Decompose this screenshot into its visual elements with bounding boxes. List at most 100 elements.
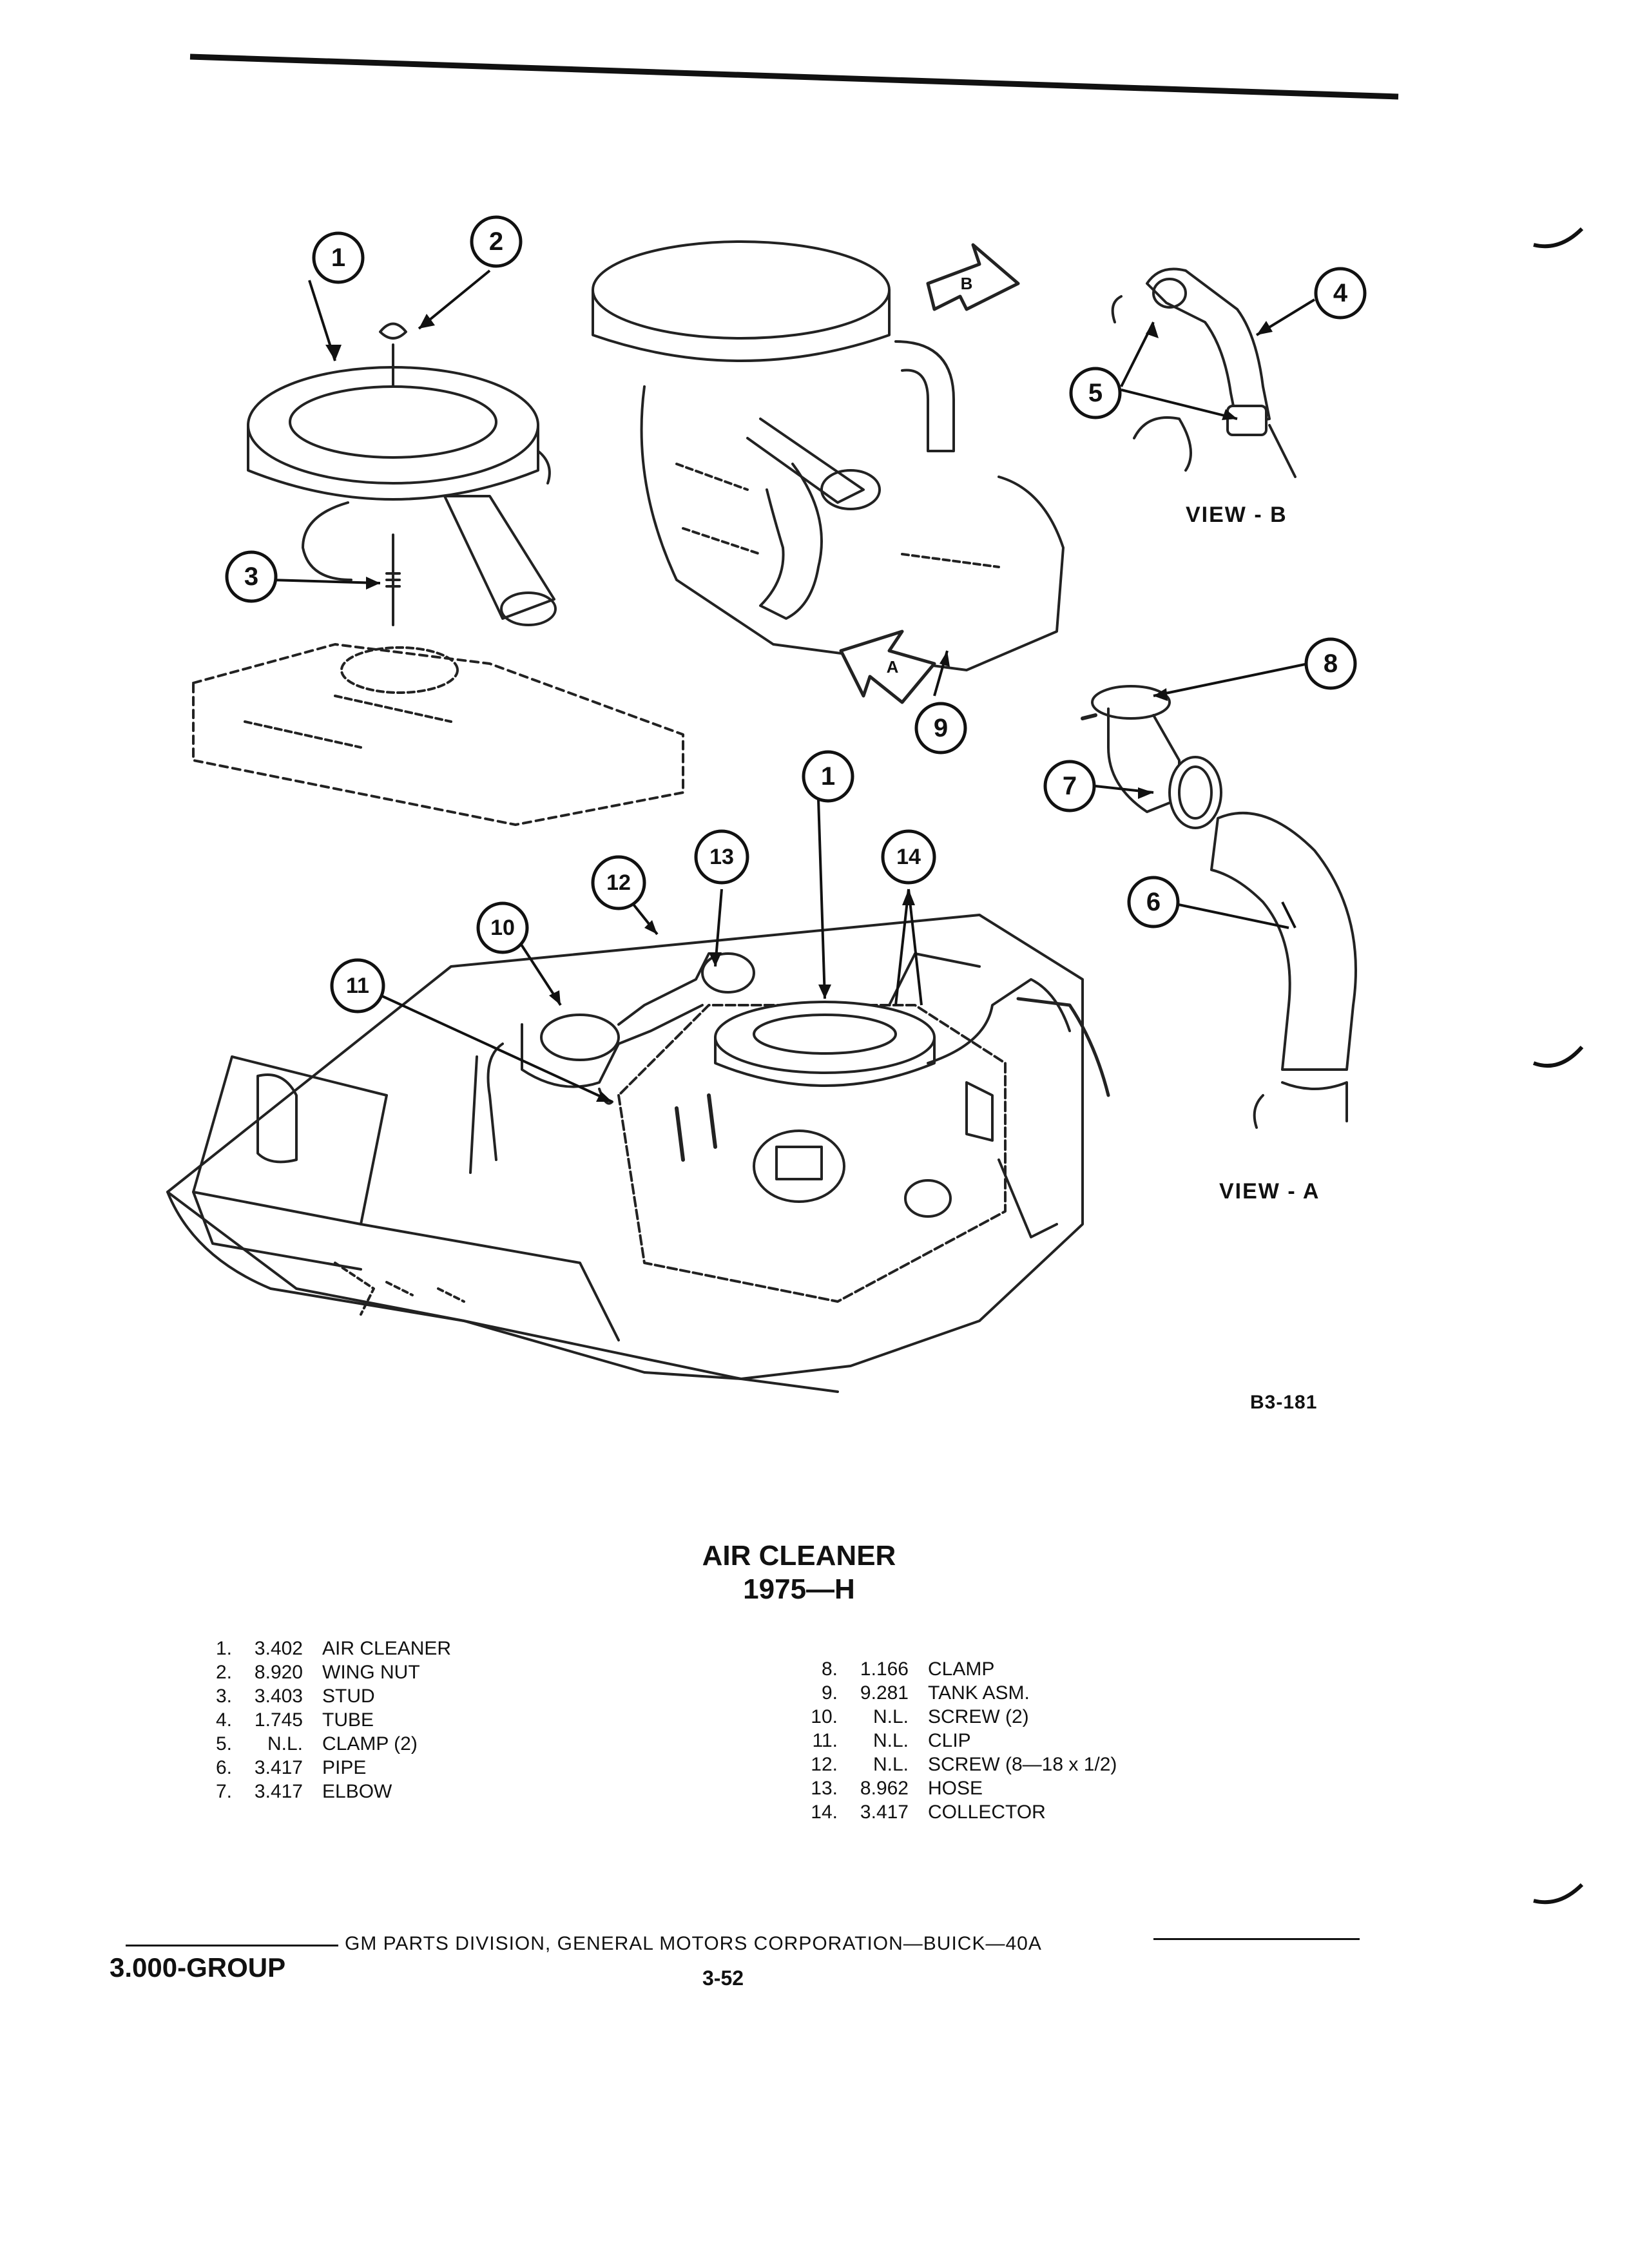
part-description: WING NUT xyxy=(322,1662,420,1683)
view-b-label: VIEW - B xyxy=(1186,503,1287,527)
header-rule xyxy=(189,53,1399,100)
part-group-code: 1.166 xyxy=(860,1658,909,1680)
part-description: CLAMP xyxy=(928,1658,995,1680)
part-number: 9. xyxy=(821,1682,838,1704)
callout-circle xyxy=(312,231,365,284)
part-group-code: 3.417 xyxy=(860,1802,909,1823)
part-group-code: 8.920 xyxy=(254,1662,303,1683)
callout-circle xyxy=(1043,760,1096,812)
callout-number: 8 xyxy=(1324,649,1338,678)
callout-number: 12 xyxy=(606,870,631,895)
part-description: AIR CLEANER xyxy=(322,1638,452,1659)
parts-list-row: 10.N.L.SCREW (2) xyxy=(799,1705,1315,1729)
callout-circle xyxy=(881,829,936,885)
part-group-code: N.L. xyxy=(267,1733,303,1754)
part-description: STUD xyxy=(322,1686,375,1707)
part-number: 6. xyxy=(215,1757,232,1778)
part-description: CLIP xyxy=(928,1730,971,1751)
callout-circle xyxy=(694,829,749,885)
footer-group: 3.000-GROUP xyxy=(110,1952,286,1983)
callout-number: 6 xyxy=(1146,888,1161,916)
callout-number: 1 xyxy=(821,762,835,791)
part-description: COLLECTOR xyxy=(928,1802,1046,1823)
callout-circle xyxy=(330,958,385,1014)
callout-circle xyxy=(1069,367,1122,419)
diagram-title: AIR CLEANER xyxy=(702,1540,896,1571)
footer-division: GM PARTS DIVISION, GENERAL MOTORS CORPOR… xyxy=(345,1933,1042,1954)
binding-mark xyxy=(1533,1883,1584,1905)
part-number: 12. xyxy=(811,1754,838,1775)
part-number: 8. xyxy=(821,1658,838,1680)
view-a-label: VIEW - A xyxy=(1219,1179,1320,1204)
callout-circle xyxy=(802,750,854,803)
part-description: ELBOW xyxy=(322,1781,392,1802)
parts-list-row: 14. 3.417 COLLECTOR xyxy=(799,1800,1315,1824)
callout-number: 10 xyxy=(490,916,515,940)
callout-circle xyxy=(470,215,523,268)
part-number: 2. xyxy=(215,1662,232,1683)
callout-circle xyxy=(1127,876,1180,928)
part-number: 11. xyxy=(812,1730,838,1751)
arrow-b-letter: B xyxy=(961,274,973,293)
view-b-detail xyxy=(1111,267,1296,478)
diagram-subtitle: 1975—H xyxy=(743,1573,855,1605)
callout-number: 1 xyxy=(331,244,345,272)
part-description: TUBE xyxy=(322,1709,374,1731)
part-number: 4. xyxy=(215,1709,232,1731)
callout-number: 5 xyxy=(1088,379,1103,407)
callout-circle xyxy=(1314,267,1367,320)
part-description: CLAMP (2) xyxy=(322,1733,418,1754)
part-group-code: 1.745 xyxy=(254,1709,303,1731)
parts-list-row: 13. 8.962 HOSE xyxy=(799,1776,1315,1800)
callout-number: 9 xyxy=(934,714,948,742)
part-group-code: 3.402 xyxy=(254,1638,303,1659)
part-description: SCREW (8—18 x 1/2) xyxy=(928,1754,1117,1775)
callout-number: 11 xyxy=(346,974,369,998)
callout-number: 14 xyxy=(896,845,921,869)
callout-number: 4 xyxy=(1333,279,1348,307)
footer-rule-left xyxy=(126,1945,338,1946)
part-number: 7. xyxy=(215,1781,232,1802)
footer-page-number: 3-52 xyxy=(702,1966,744,1990)
part-description: SCREW (2) xyxy=(928,1706,1029,1727)
view-a-detail xyxy=(1081,685,1357,1129)
binding-mark xyxy=(1532,1046,1584,1068)
parts-list-row: 6. 3.417 PIPE xyxy=(193,1756,580,1780)
part-group-code: N.L. xyxy=(872,1706,909,1727)
view-b-arrow xyxy=(926,243,1020,311)
part-group-code: 3.403 xyxy=(254,1686,303,1707)
air-cleaner-installed xyxy=(592,240,1065,671)
callout-number: 13 xyxy=(709,845,734,869)
arrow-a-letter: A xyxy=(887,657,899,677)
footer-rule-right xyxy=(1153,1938,1360,1940)
part-group-code: 8.962 xyxy=(860,1778,909,1799)
part-group-code: N.L. xyxy=(872,1730,909,1751)
part-number: 1. xyxy=(215,1638,232,1659)
callout-circle xyxy=(1304,637,1357,690)
callout-circle xyxy=(476,901,529,954)
parts-list-row: 1. 3.402 AIR CLEANER xyxy=(193,1637,580,1660)
part-description: PIPE xyxy=(322,1757,367,1778)
parts-list-row: 2. 8.920 WING NUT xyxy=(193,1660,580,1684)
part-number: 13. xyxy=(811,1778,838,1799)
callout-circle xyxy=(225,550,278,603)
part-number: 5. xyxy=(215,1733,232,1754)
part-description: HOSE xyxy=(928,1778,983,1799)
callout-circle xyxy=(591,855,646,910)
part-group-code: 3.417 xyxy=(254,1757,303,1778)
parts-list-row: 5. N.L. CLAMP (2) xyxy=(193,1732,580,1756)
part-group-code: N.L. xyxy=(872,1754,909,1775)
engine-bay xyxy=(166,914,1110,1393)
callout-number: 7 xyxy=(1063,772,1077,800)
figure-code: B3-181 xyxy=(1250,1392,1318,1413)
part-description: TANK ASM. xyxy=(928,1682,1030,1704)
parts-list-row: 4. 1.745 TUBE xyxy=(193,1708,580,1732)
callout-circle xyxy=(914,702,967,754)
part-number: 14. xyxy=(811,1802,838,1823)
